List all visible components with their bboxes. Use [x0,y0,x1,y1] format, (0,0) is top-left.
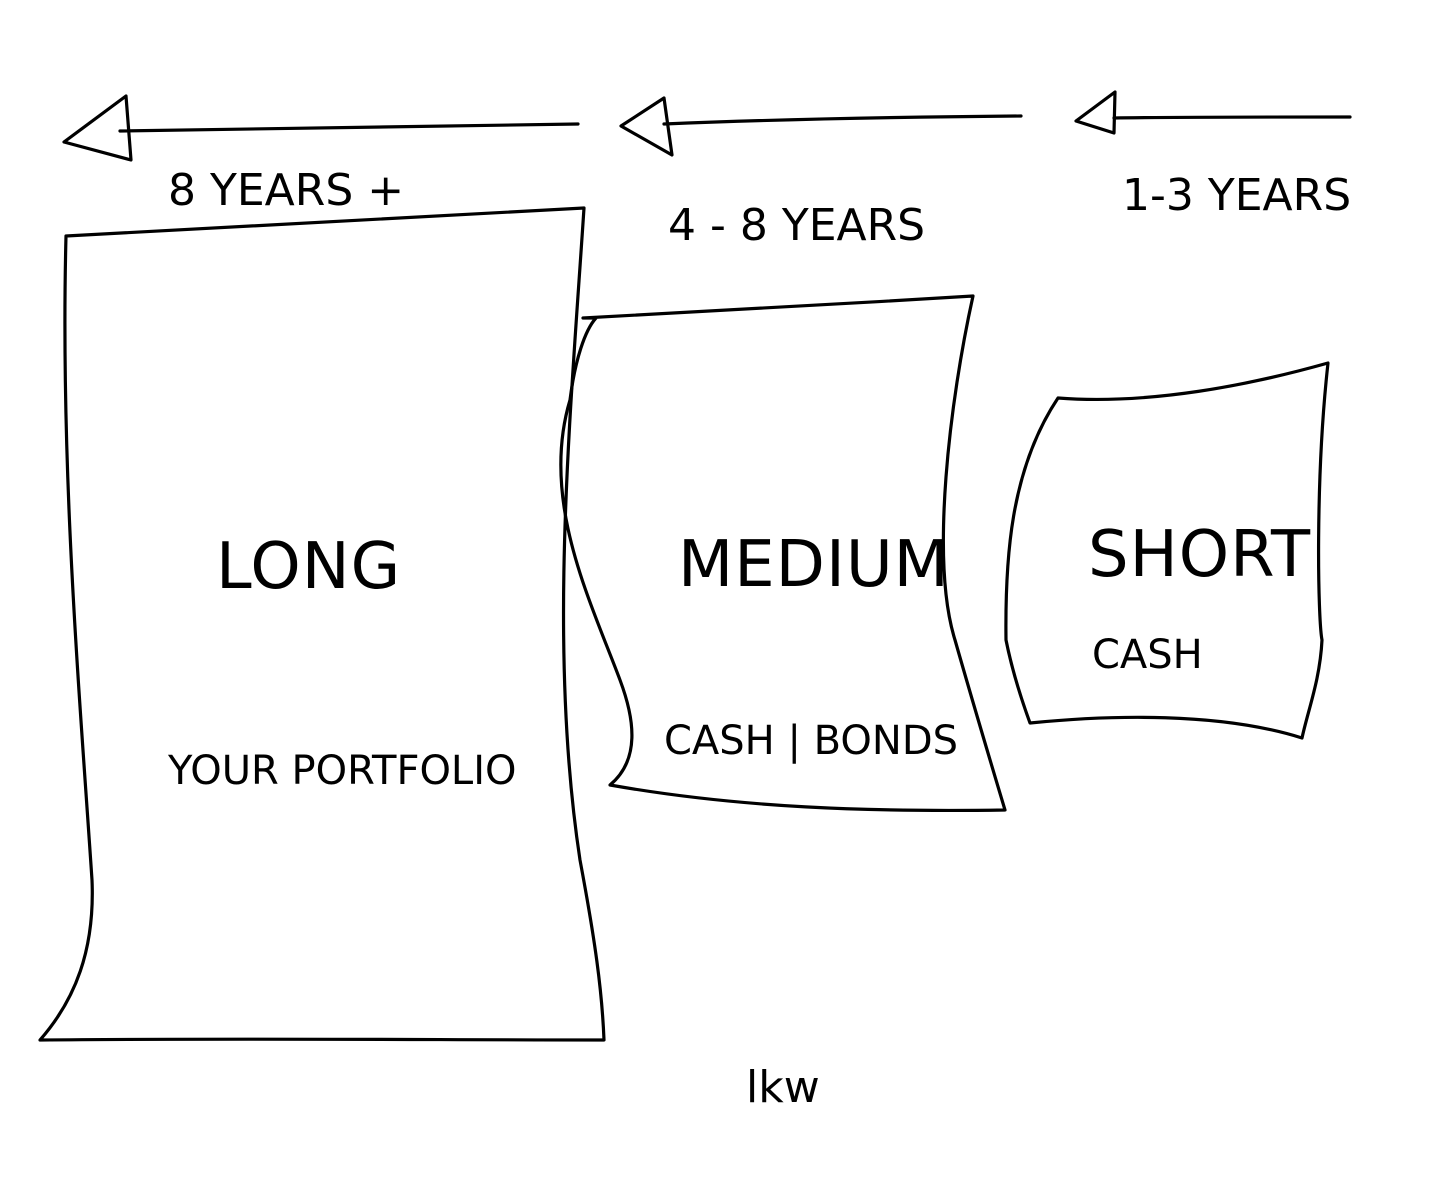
signature: lkw [746,1062,820,1113]
bucket-short: SHORT CASH [1004,361,1330,740]
bucket-medium-title: MEDIUM [678,528,950,602]
bucket-short-subtitle: CASH [1092,632,1203,678]
label-long-range: 8 YEARS + [168,165,404,216]
bucket-medium-subtitle: CASH | BONDS [664,718,958,764]
arrow-left-icon [118,122,580,133]
arrow-left-icon [662,114,1023,126]
label-medium-range: 4 - 8 YEARS [668,200,925,251]
arrow-medium [619,96,1023,157]
bucket-medium: MEDIUM CASH | BONDS [559,294,1007,813]
arrow-left-icon [1112,115,1352,120]
bucket-long-title: LONG [216,530,401,604]
label-short-range: 1-3 YEARS [1122,170,1351,221]
arrow-long [62,94,580,162]
arrow-short [1074,90,1352,135]
bucket-short-title: SHORT [1088,518,1311,592]
bucket-long: LONG YOUR PORTFOLIO [38,206,606,1042]
bucket-long-subtitle: YOUR PORTFOLIO [167,748,517,794]
